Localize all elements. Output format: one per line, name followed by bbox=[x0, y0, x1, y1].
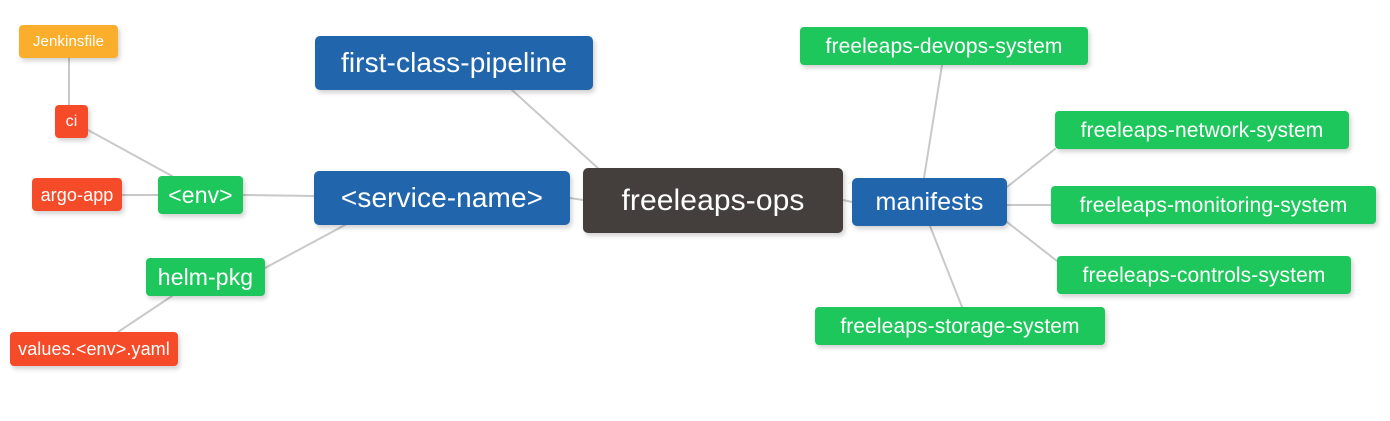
node-freeleaps-devops-system[interactable]: freeleaps-devops-system bbox=[800, 27, 1088, 65]
edge-service-name-to-env bbox=[242, 194, 315, 197]
node-label: <service-name> bbox=[340, 182, 544, 213]
edge-freeleaps-ops-to-first-class-pipeline bbox=[511, 89, 601, 171]
node-ci[interactable]: ci bbox=[55, 105, 88, 138]
node-manifests[interactable]: manifests bbox=[852, 178, 1007, 226]
node-label: argo-app bbox=[40, 184, 114, 205]
node-helm-pkg[interactable]: helm-pkg bbox=[146, 258, 265, 296]
node-jenkinsfile[interactable]: Jenkinsfile bbox=[19, 25, 118, 58]
edge-freeleaps-ops-to-manifests bbox=[842, 199, 853, 203]
node-env[interactable]: <env> bbox=[158, 176, 243, 214]
node-service-name[interactable]: <service-name> bbox=[314, 171, 570, 225]
edge-manifests-to-freeleaps-storage-system bbox=[929, 225, 963, 308]
node-freeleaps-controls-system[interactable]: freeleaps-controls-system bbox=[1057, 256, 1351, 294]
edge-manifests-to-freeleaps-controls-system bbox=[1006, 221, 1058, 262]
node-first-class-pipeline[interactable]: first-class-pipeline bbox=[315, 36, 593, 90]
node-label: freeleaps-monitoring-system bbox=[1079, 193, 1348, 217]
node-label: <env> bbox=[168, 181, 233, 208]
node-label: manifests bbox=[875, 187, 984, 216]
node-label: Jenkinsfile bbox=[32, 33, 105, 50]
edge-manifests-to-freeleaps-devops-system bbox=[923, 64, 943, 179]
node-freeleaps-monitoring-system[interactable]: freeleaps-monitoring-system bbox=[1051, 186, 1376, 224]
edge-helm-pkg-to-values-env-yaml bbox=[117, 295, 173, 333]
node-freeleaps-ops[interactable]: freeleaps-ops bbox=[583, 168, 843, 233]
node-freeleaps-storage-system[interactable]: freeleaps-storage-system bbox=[815, 307, 1105, 345]
node-values-env-yaml[interactable]: values.<env>.yaml bbox=[10, 332, 178, 366]
node-label: freeleaps-devops-system bbox=[825, 34, 1063, 58]
node-label: first-class-pipeline bbox=[340, 47, 568, 78]
edge-manifests-to-freeleaps-network-system bbox=[1006, 148, 1056, 188]
node-label: freeleaps-network-system bbox=[1080, 118, 1324, 142]
edge-freeleaps-ops-to-service-name bbox=[569, 197, 584, 201]
node-label: freeleaps-storage-system bbox=[840, 314, 1080, 338]
node-label: freeleaps-ops bbox=[621, 183, 805, 217]
edge-service-name-to-helm-pkg bbox=[264, 224, 346, 269]
node-argo-app[interactable]: argo-app bbox=[32, 178, 122, 211]
node-label: ci bbox=[65, 112, 78, 130]
node-label: helm-pkg bbox=[157, 263, 254, 290]
node-label: values.<env>.yaml bbox=[18, 339, 170, 359]
node-freeleaps-network-system[interactable]: freeleaps-network-system bbox=[1055, 111, 1349, 149]
node-label: freeleaps-controls-system bbox=[1082, 263, 1326, 287]
edge-env-to-ci bbox=[87, 129, 173, 177]
